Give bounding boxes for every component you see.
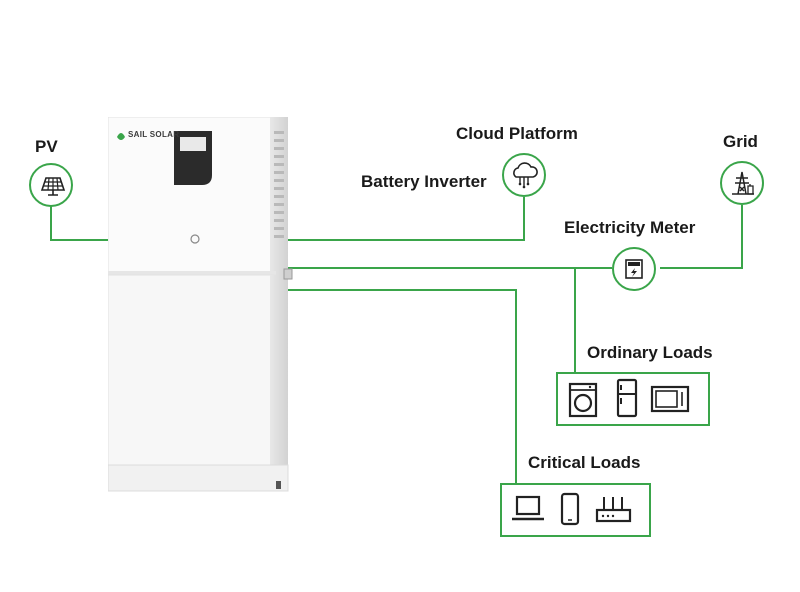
electricity-meter-label: Electricity Meter xyxy=(564,218,696,237)
smartphone-icon xyxy=(560,492,580,526)
microwave-icon xyxy=(650,385,690,413)
router-icon xyxy=(595,497,632,523)
pv-line xyxy=(50,205,110,241)
pv-node xyxy=(29,163,73,207)
laptop-icon xyxy=(512,495,544,521)
solar-panel-icon xyxy=(40,177,66,196)
refrigerator-icon xyxy=(616,378,638,418)
ordinary-loads-label: Ordinary Loads xyxy=(587,343,713,362)
meter-node xyxy=(612,247,656,291)
grid-label: Grid xyxy=(723,132,758,151)
cloud-icon xyxy=(513,162,538,189)
critical-loads-label: Critical Loads xyxy=(528,453,641,472)
cloud-node xyxy=(502,153,546,197)
power-tower-icon xyxy=(732,171,754,195)
grid-node xyxy=(720,161,764,205)
battery-inverter-label: Battery Inverter xyxy=(361,172,487,191)
device-body xyxy=(108,117,293,492)
cloud-platform-label: Cloud Platform xyxy=(456,124,578,143)
critical-loads-line xyxy=(288,289,517,484)
electricity-meter-icon xyxy=(625,259,643,279)
device-brand-label: SAIL SOLAR xyxy=(128,130,180,139)
grid-line xyxy=(660,205,743,269)
critical-loads-box xyxy=(500,483,651,537)
washing-machine-icon xyxy=(568,382,598,418)
pv-label: PV xyxy=(35,137,58,156)
cloud-line xyxy=(288,197,525,241)
ordinary-loads-box xyxy=(556,372,710,426)
battery-inverter-device: SAIL SOLAR xyxy=(108,117,293,492)
